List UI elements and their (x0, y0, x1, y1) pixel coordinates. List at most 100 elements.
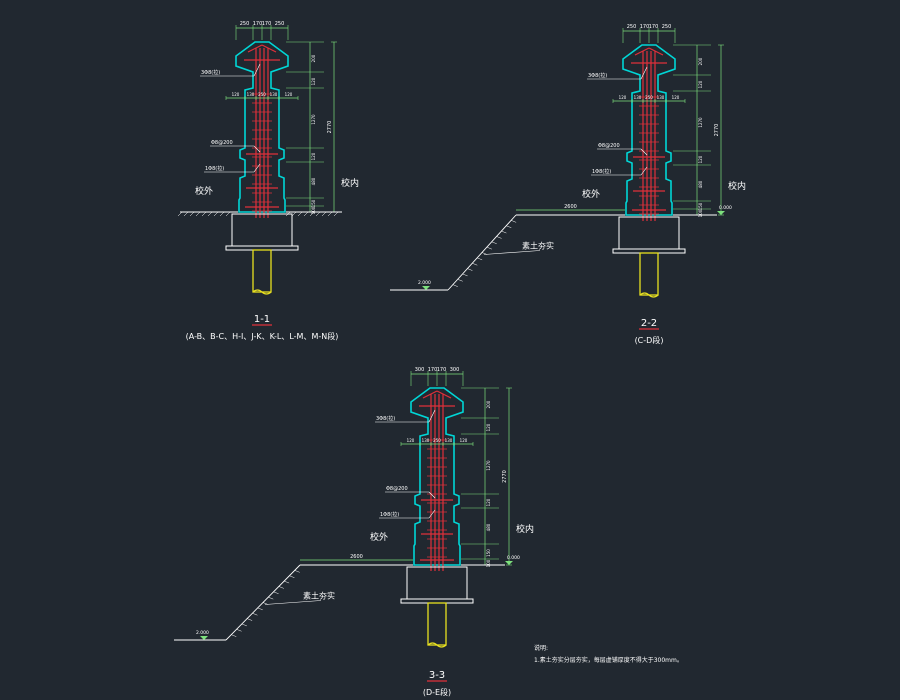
section-title: 2-2 (641, 318, 657, 329)
dimension-value: 170 (649, 24, 659, 30)
dimension-value: 130 (247, 92, 255, 97)
slope-hatch (231, 634, 237, 637)
dimension-value: 200 (486, 400, 491, 408)
rebar-cap-slope (436, 390, 452, 399)
pile (252, 249, 272, 293)
ground-hatch (327, 211, 333, 217)
dimension-value: 170 (640, 24, 650, 30)
column-outline (235, 41, 289, 213)
dimension-value: 100 (698, 209, 703, 217)
ground-hatch (225, 211, 231, 217)
dimension-value: 250 (662, 24, 672, 30)
dimension-value: 130 (445, 438, 453, 443)
rebar-top-label: 3Φ8(拉) (201, 69, 220, 76)
dimension-value: 170 (262, 21, 272, 27)
level-marker (200, 636, 208, 640)
section-title-block: 1-1(A-B、B-C、H-I、J-K、K-L、L-M、M-N段) (186, 314, 339, 341)
leader-line (640, 66, 648, 80)
rebar-cage (244, 44, 280, 218)
slope-hatch (472, 262, 478, 266)
section-title-block: 2-2 (C-D段) (635, 318, 664, 345)
dimension-value: 1270 (486, 460, 491, 471)
berm-dimension-value: 2600 (350, 554, 363, 560)
level-right-value: 0.000 (719, 205, 732, 211)
slope-hatch (278, 586, 284, 589)
slope-hatch (467, 268, 473, 271)
notes-heading: 说明: (534, 644, 548, 652)
dimension-value: 480 (486, 523, 491, 531)
rebar-cage (419, 390, 455, 571)
slope-hatch (252, 612, 258, 616)
section-title: 1-1 (254, 314, 270, 325)
ground-hatch (201, 211, 207, 217)
pile (639, 252, 659, 296)
ground-hatch (183, 211, 189, 217)
rebar-mid-label: Φ8@200 (211, 140, 233, 146)
leader-line (253, 145, 261, 153)
dimension-value: 1270 (698, 117, 703, 128)
dimension-value: 170 (428, 367, 438, 373)
total-dimension-value: 2770 (714, 124, 720, 137)
dimension-value: 120 (311, 77, 316, 85)
rebar-mid-label: Φ8@200 (386, 486, 408, 492)
dimension-value: 150 (698, 202, 703, 210)
total-dimension-value: 2770 (327, 121, 333, 134)
inside-label: 校内 (341, 177, 359, 189)
rebar-cap-slope (247, 44, 263, 53)
slope-hatch (452, 284, 458, 287)
dimension-value: 250 (258, 92, 266, 97)
dimension-value: 120 (232, 92, 240, 97)
inside-label: 校内 (516, 523, 534, 535)
ground-hatch (309, 211, 315, 217)
slope-hatch (457, 279, 463, 282)
section-subtitle: (C-D段) (635, 335, 664, 345)
dimension-value: 100 (311, 206, 316, 214)
slope-label: 素土夯实 (303, 591, 335, 601)
pile-break (639, 292, 659, 298)
outside-label: 校外 (582, 188, 600, 200)
dimension-value: 1270 (311, 114, 316, 125)
rebar-cap-slope (648, 47, 664, 56)
level-left-value: 2.000 (418, 280, 431, 286)
leader-line (264, 600, 322, 605)
dimension-value: 120 (311, 152, 316, 160)
leader-line (253, 163, 261, 173)
level-marker (717, 211, 725, 215)
column-outline (622, 44, 676, 216)
dimension-value: 120 (698, 80, 703, 88)
dimension-value: 250 (240, 21, 250, 27)
slope-hatch (294, 570, 300, 573)
ground-hatch (291, 211, 297, 217)
section-subtitle: (D-E段) (423, 687, 451, 697)
notes-line-1: 1.素土夯实分层夯实，每层虚铺厚度不得大于300mm。 (534, 656, 683, 664)
slope-hatch (236, 629, 242, 632)
rebar-mid-label: Φ8@200 (598, 143, 620, 149)
dimension-value: 120 (486, 423, 491, 431)
dimension-value: 250 (275, 21, 285, 27)
ground-hatch (219, 211, 225, 217)
slope-hatch (247, 618, 253, 621)
rebar-cap-slope (261, 44, 277, 53)
dimension-value: 200 (698, 57, 703, 65)
slope-hatch (506, 225, 512, 228)
ground-line (177, 211, 342, 217)
dimension-value: 250 (433, 438, 441, 443)
dimension-value: 170 (253, 21, 263, 27)
ground-hatch (195, 211, 201, 217)
notes-block: 说明: 1.素土夯实分层夯实，每层虚铺厚度不得大于300mm。 (534, 644, 683, 664)
slope-hatch (477, 257, 483, 261)
leader-line (640, 166, 648, 176)
pile (427, 602, 447, 646)
dimension-value: 130 (270, 92, 278, 97)
leader-line (253, 63, 261, 77)
dimension-value: 250 (645, 95, 653, 100)
